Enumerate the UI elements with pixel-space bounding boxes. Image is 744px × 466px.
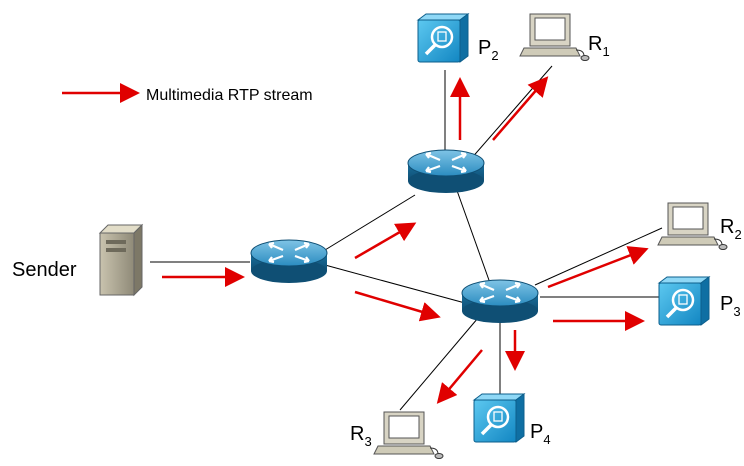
links xyxy=(150,65,663,411)
p2-probe-icon xyxy=(416,12,470,64)
p3-probe-icon xyxy=(657,275,711,327)
link-router-c-r3 xyxy=(399,317,479,411)
p4-label: P4 xyxy=(530,421,551,447)
link-router-c-r2 xyxy=(534,227,663,286)
r3-workstation-icon xyxy=(373,411,444,459)
p4-probe-icon xyxy=(472,392,526,444)
link-router-a-router-b xyxy=(324,194,416,251)
p2-label: P2 xyxy=(478,37,499,63)
link-router-a-router-c xyxy=(324,264,466,304)
stream-arrow-r1 xyxy=(492,76,549,141)
router-a-icon xyxy=(249,238,329,285)
link-router-b-router-c xyxy=(454,184,491,284)
stream-arrow-r3 xyxy=(436,349,483,404)
sender-label: Sender xyxy=(12,259,77,281)
router-c-icon xyxy=(460,278,540,325)
stream-arrow-router-a-router-c xyxy=(354,290,441,322)
stream-arrow-router-a-router-b xyxy=(354,222,417,260)
link-router-b-r1 xyxy=(469,65,553,161)
r1-label: R1 xyxy=(588,33,610,59)
rtp-stream-arrows xyxy=(62,76,649,404)
p3-label: P3 xyxy=(720,293,741,319)
router-b-icon xyxy=(406,148,486,195)
stream-arrow-r2 xyxy=(547,246,649,289)
r3-label: R3 xyxy=(350,423,372,449)
legend-label: Multimedia RTP stream xyxy=(146,87,313,104)
r2-label: R2 xyxy=(720,216,742,242)
r1-workstation-icon xyxy=(519,13,590,61)
r2-workstation-icon xyxy=(657,202,728,250)
sender-server-icon xyxy=(98,223,144,297)
